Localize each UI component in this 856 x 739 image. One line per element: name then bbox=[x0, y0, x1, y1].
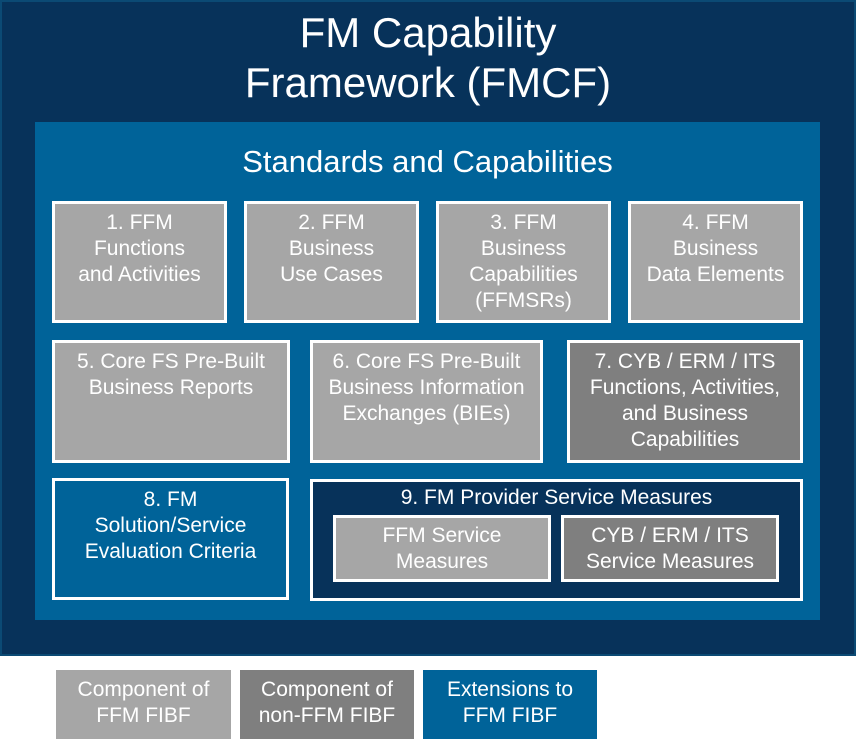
box-ffm-use-cases: 2. FFM Business Use Cases bbox=[244, 201, 419, 323]
box-cyb-service-measures: CYB / ERM / ITS Service Measures bbox=[561, 515, 779, 582]
box-ffm-service-measures: FFM Service Measures bbox=[333, 515, 551, 582]
box-ffm-functions: 1. FFM Functions and Activities bbox=[52, 201, 227, 323]
diagram-title: FM Capability Framework (FMCF) bbox=[244, 9, 612, 106]
box-cyb-erm-its: 7. CYB / ERM / ITS Functions, Activities… bbox=[567, 340, 803, 463]
panel-title: Standards and Capabilities bbox=[242, 144, 613, 179]
legend-ffm-fibf: Component of FFM FIBF bbox=[56, 670, 231, 739]
box-ffm-capabilities: 3. FFM Business Capabilities (FFMSRs) bbox=[436, 201, 611, 323]
box9-title: 9. FM Provider Service Measures bbox=[400, 486, 713, 509]
box-core-fs-bies: 6. Core FS Pre-Built Business Informatio… bbox=[310, 340, 543, 463]
legend-extensions: Extensions to FFM FIBF bbox=[423, 670, 597, 739]
box-evaluation-criteria: 8. FM Solution/Service Evaluation Criter… bbox=[52, 478, 289, 600]
legend-non-ffm-fibf: Component of non-FFM FIBF bbox=[240, 670, 414, 739]
box-ffm-data-elements: 4. FFM Business Data Elements bbox=[628, 201, 803, 323]
box-core-fs-reports: 5. Core FS Pre-Built Business Reports bbox=[52, 340, 290, 463]
